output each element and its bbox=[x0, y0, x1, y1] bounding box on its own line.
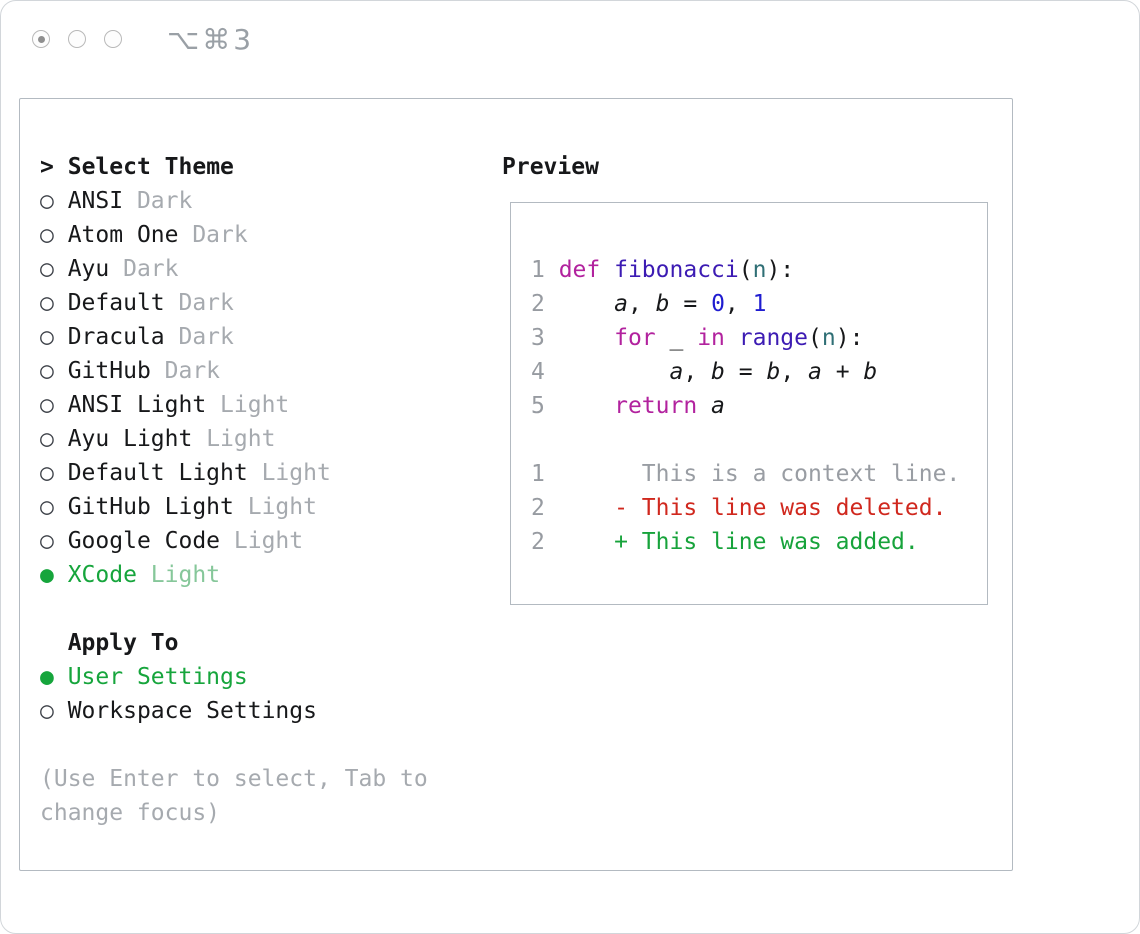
spacer bbox=[531, 423, 987, 457]
diff-line-added: 2 + This line was added. bbox=[531, 529, 919, 555]
tab-hotkey-label: ⌥⌘3 bbox=[167, 23, 255, 56]
radio-unselected-icon: ○ bbox=[40, 460, 54, 486]
radio-unselected-icon: ○ bbox=[40, 358, 54, 384]
theme-selector: > Select Theme ○ ANSI Dark ○ Atom One Dar… bbox=[40, 150, 428, 830]
theme-option-google-code[interactable]: ○ Google Code Light bbox=[40, 528, 304, 554]
apply-to-title: Apply To bbox=[67, 630, 179, 656]
code-line-5: 5 return a bbox=[531, 393, 725, 419]
radio-unselected-icon: ○ bbox=[40, 256, 54, 282]
radio-unselected-icon: ○ bbox=[40, 426, 54, 452]
preview-title: Preview bbox=[502, 154, 599, 180]
theme-option-ayu[interactable]: ○ Ayu Dark bbox=[40, 256, 179, 282]
titlebar bbox=[32, 30, 140, 48]
radio-selected-icon: ● bbox=[40, 562, 54, 588]
preview-panel: 1 def fibonacci(n): 2 a, b = 0, 1 3 for _ … bbox=[510, 202, 988, 605]
radio-unselected-icon: ○ bbox=[40, 528, 54, 554]
theme-option-github[interactable]: ○ GitHub Dark bbox=[40, 358, 221, 384]
theme-option-xcode[interactable]: ● XCode Light bbox=[40, 562, 221, 588]
hint-line-1: (Use Enter to select, Tab to bbox=[40, 766, 428, 792]
code-preview: 1 def fibonacci(n): 2 a, b = 0, 1 3 for _ … bbox=[511, 203, 987, 559]
theme-option-default-light[interactable]: ○ Default Light Light bbox=[40, 460, 331, 486]
radio-unselected-icon: ○ bbox=[40, 188, 54, 214]
code-line-1: 1 def fibonacci(n): bbox=[531, 257, 795, 283]
radio-unselected-icon: ○ bbox=[40, 290, 54, 316]
spacer bbox=[40, 592, 428, 626]
theme-option-default[interactable]: ○ Default Dark bbox=[40, 290, 234, 316]
code-line-4: 4 a, b = b, a + b bbox=[531, 359, 878, 385]
theme-option-ansi[interactable]: ○ ANSI Dark bbox=[40, 188, 193, 214]
theme-option-ansi-light[interactable]: ○ ANSI Light Light bbox=[40, 392, 290, 418]
theme-selector-title: Select Theme bbox=[67, 154, 234, 180]
radio-unselected-icon: ○ bbox=[40, 698, 54, 724]
code-line-2: 2 a, b = 0, 1 bbox=[531, 291, 767, 317]
apply-to-option-user-settings[interactable]: ● User Settings bbox=[40, 664, 248, 690]
traffic-light-zoom[interactable] bbox=[104, 30, 122, 48]
settings-panel: > Select Theme ○ ANSI Dark ○ Atom One Dar… bbox=[19, 98, 1013, 871]
code-lines: 1 def fibonacci(n): 2 a, b = 0, 1 3 for _ … bbox=[531, 253, 987, 423]
radio-unselected-icon: ○ bbox=[40, 324, 54, 350]
theme-option-dracula[interactable]: ○ Dracula Dark bbox=[40, 324, 234, 350]
apply-to-option-workspace-settings[interactable]: ○ Workspace Settings bbox=[40, 698, 317, 724]
radio-selected-icon: ● bbox=[40, 664, 54, 690]
spacer bbox=[40, 728, 428, 762]
theme-option-atom-one[interactable]: ○ Atom One Dark bbox=[40, 222, 248, 248]
radio-unselected-icon: ○ bbox=[40, 494, 54, 520]
radio-unselected-icon: ○ bbox=[40, 392, 54, 418]
theme-option-github-light[interactable]: ○ GitHub Light Light bbox=[40, 494, 317, 520]
theme-selector-header: > Select Theme bbox=[40, 150, 428, 184]
traffic-light-close[interactable] bbox=[32, 30, 50, 48]
traffic-light-minimize[interactable] bbox=[68, 30, 86, 48]
diff-line-deleted: 2 - This line was deleted. bbox=[531, 495, 947, 521]
diff-lines: 1 This is a context line. 2 - This line w… bbox=[531, 457, 987, 559]
radio-unselected-icon: ○ bbox=[40, 222, 54, 248]
apply-to-header: Apply To bbox=[40, 626, 428, 660]
theme-list: ○ ANSI Dark ○ Atom One Dark ○ Ayu Dark ○ De… bbox=[40, 184, 428, 592]
diff-line-context: 1 This is a context line. bbox=[531, 461, 961, 487]
apply-to-list: ● User Settings ○ Workspace Settings bbox=[40, 660, 428, 728]
theme-option-ayu-light[interactable]: ○ Ayu Light Light bbox=[40, 426, 276, 452]
code-line-3: 3 for _ in range(n): bbox=[531, 325, 864, 351]
prompt-caret-icon: > bbox=[40, 154, 54, 180]
hint-line-2: change focus) bbox=[40, 800, 221, 826]
